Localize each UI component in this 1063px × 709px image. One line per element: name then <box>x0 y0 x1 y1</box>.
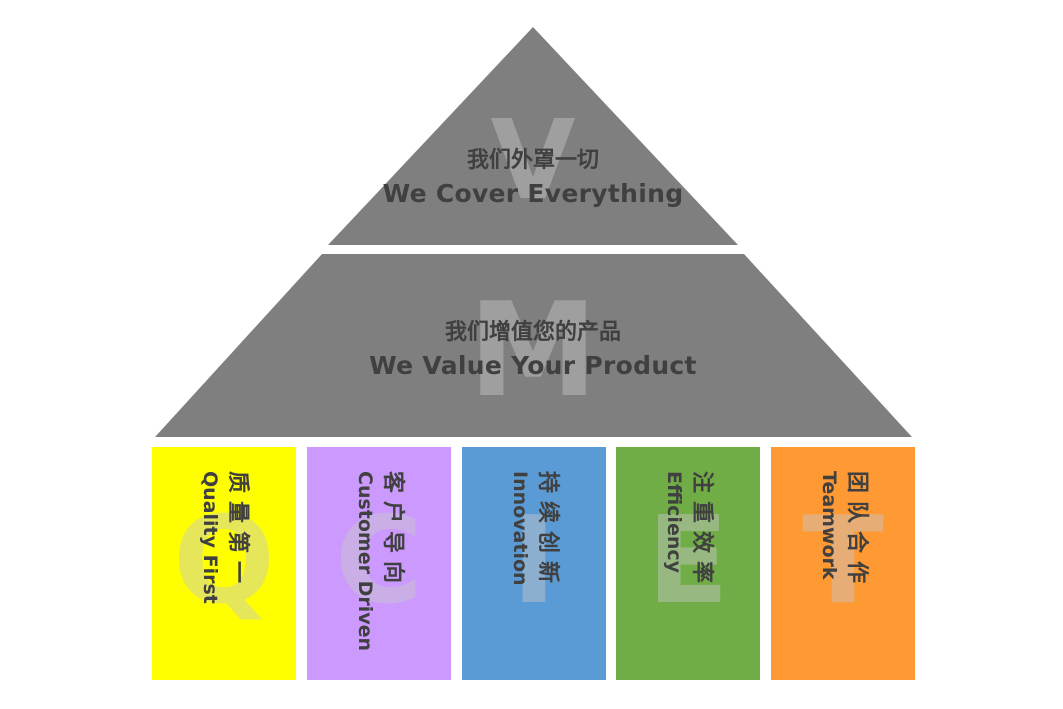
pillar-label: 客户导向 Customer Driven <box>352 471 406 651</box>
pillar-label: 质量第一 Quality First <box>197 471 251 604</box>
value-pillar-teamwork: T 团队合作 Teamwork <box>771 447 915 680</box>
value-pillar-quality: Q 质量第一 Quality First <box>152 447 296 680</box>
pillar-cn: 质量第一 <box>225 471 250 592</box>
pillar-en: Customer Driven <box>354 471 376 652</box>
value-pillar-innovation: I 持续创新 Innovation <box>462 447 606 680</box>
vision-triangle <box>328 27 738 245</box>
mission-text: 我们增值您的产品 We Value Your Product <box>283 318 783 384</box>
mission-watermark-letter: M <box>468 274 598 426</box>
value-pillar-efficiency: E 注重效率 Efficiency <box>616 447 760 680</box>
pillar-watermark-letter: I <box>511 492 557 631</box>
pillar-en: Innovation <box>509 471 531 586</box>
value-pillar-customer: C 客户导向 Customer Driven <box>307 447 451 680</box>
pillar-cn: 持续创新 <box>535 471 560 592</box>
mission-trapezoid <box>155 254 912 437</box>
mission-en: We Value Your Product <box>369 351 697 380</box>
pillar-label: 团队合作 Teamwork <box>816 471 870 591</box>
pillar-watermark-letter: T <box>802 492 884 631</box>
pillar-cn: 客户导向 <box>380 471 405 592</box>
vision-cn: 我们外罩一切 <box>466 148 599 173</box>
pillar-cn: 注重效率 <box>689 471 714 592</box>
pillar-watermark-letter: E <box>647 492 729 631</box>
pillar-watermark-letter: Q <box>172 492 275 631</box>
vision-watermark-letter: V <box>490 96 576 224</box>
pillar-en: Efficiency <box>663 471 685 574</box>
pillar-watermark-letter: C <box>334 492 424 631</box>
pillar-cn: 团队合作 <box>844 471 869 592</box>
pillar-en: Teamwork <box>818 471 840 580</box>
pillar-en: Quality First <box>199 471 221 604</box>
pillar-label: 持续创新 Innovation <box>507 471 561 591</box>
mission-cn: 我们增值您的产品 <box>444 320 621 345</box>
vision-text: 我们外罩一切 We Cover Everything <box>333 146 733 212</box>
pillar-label: 注重效率 Efficiency <box>661 471 715 591</box>
vision-en: We Cover Everything <box>382 179 684 208</box>
